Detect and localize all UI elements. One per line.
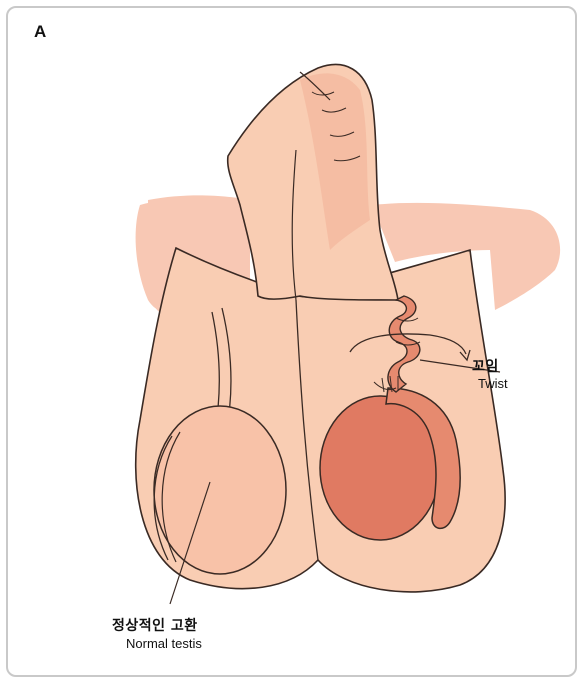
- normal-testis-label-english: Normal testis: [126, 636, 202, 651]
- twist-label-english: Twist: [478, 376, 508, 391]
- normal-testis-label-korean: 정상적인 고환: [112, 615, 198, 635]
- twist-label-korean: 꼬임: [472, 356, 499, 376]
- normal-testis: [154, 406, 286, 574]
